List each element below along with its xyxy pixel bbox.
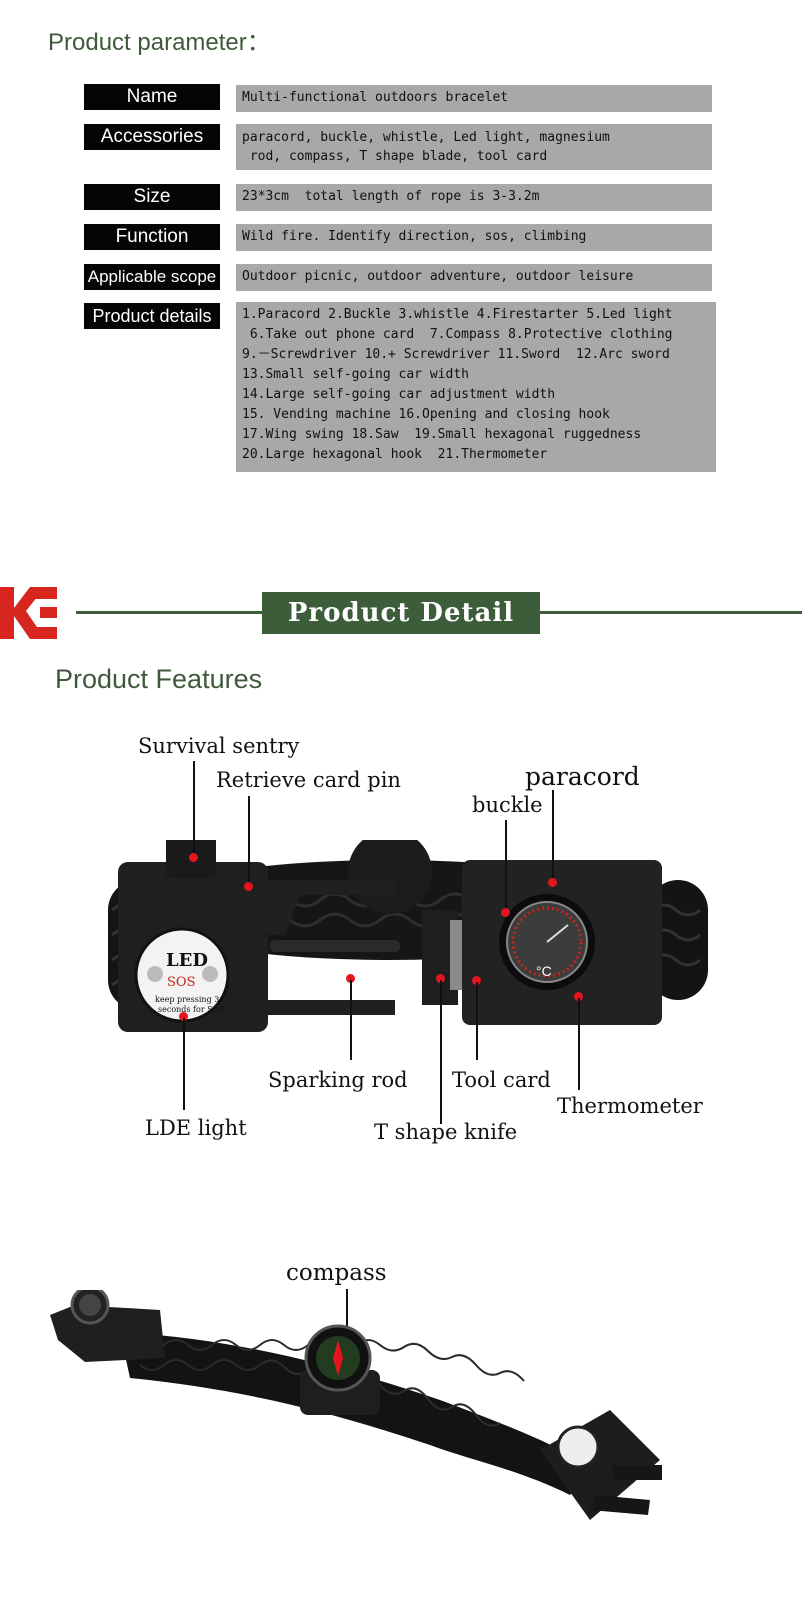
sos-instruction-line2: seconds for SOS	[158, 1005, 225, 1014]
callout-tool-card: Tool card	[452, 1068, 551, 1092]
bracelet-disassembled-image: °C LED SOS keep pressing 3 seconds for S…	[108, 840, 708, 1032]
led-badge-text: LED	[166, 950, 208, 971]
parameter-title: Product parameter：	[48, 29, 271, 56]
features-title: Product Features	[55, 664, 263, 694]
param-label-applicable-scope: Applicable scope	[84, 264, 220, 290]
callout-compass: compass	[286, 1260, 387, 1286]
param-value-size: 23*3cm total length of rope is 3-3.2m	[236, 184, 712, 211]
thermometer-unit: °C	[536, 963, 552, 979]
brand-logo	[0, 587, 57, 639]
callout-sparking-rod: Sparking rod	[268, 1068, 408, 1092]
callout-buckle: buckle	[472, 793, 543, 817]
marker-paracord	[548, 878, 557, 887]
sos-instruction-line1: keep pressing 3	[155, 995, 219, 1004]
leader-tool-card	[476, 982, 478, 1060]
param-value-applicable-scope: Outdoor picnic, outdoor adventure, outdo…	[236, 264, 712, 291]
leader-t-shape-knife	[440, 980, 442, 1124]
param-value-accessories: paracord, buckle, whistle, Led light, ma…	[236, 124, 712, 170]
callout-survival-sentry: Survival sentry	[138, 734, 300, 758]
marker-buckle	[501, 908, 510, 917]
callout-paracord: paracord	[525, 762, 640, 791]
marker-sparking-rod	[346, 974, 355, 983]
callout-lde-light: LDE light	[145, 1116, 247, 1140]
param-label-product-details: Product details	[84, 303, 220, 329]
marker-lde-light	[179, 1012, 188, 1021]
param-value-function: Wild fire. Identify direction, sos, clim…	[236, 224, 712, 251]
marker-retrieve-card-pin	[244, 882, 253, 891]
callout-thermometer: Thermometer	[557, 1094, 703, 1118]
param-label-size: Size	[84, 184, 220, 210]
callout-t-shape-knife: T shape knife	[374, 1120, 518, 1144]
banner-line-right	[540, 611, 802, 614]
bracelet-assembled-image	[50, 1290, 662, 1520]
param-label-function: Function	[84, 224, 220, 250]
param-value-name: Multi-functional outdoors bracelet	[236, 85, 712, 112]
leader-survival-sentry	[193, 761, 195, 857]
leader-buckle	[505, 820, 507, 912]
leader-paracord	[552, 790, 554, 882]
param-value-product-details: 1.Paracord 2.Buckle 3.whistle 4.Firestar…	[236, 302, 716, 472]
leader-retrieve-card-pin	[248, 796, 250, 886]
marker-t-shape-knife	[436, 974, 445, 983]
param-label-name: Name	[84, 84, 220, 110]
leader-thermometer	[578, 998, 580, 1090]
banner-title: Product Detail	[262, 592, 540, 634]
leader-lde-light	[183, 1018, 185, 1110]
callout-retrieve-card-pin: Retrieve card pin	[216, 768, 401, 792]
leader-sparking-rod	[350, 980, 352, 1060]
marker-tool-card	[472, 976, 481, 985]
sos-badge-text: SOS	[167, 975, 195, 990]
marker-survival-sentry	[189, 853, 198, 862]
banner-line-left	[76, 611, 262, 614]
param-label-accessories: Accessories	[84, 124, 220, 150]
marker-thermometer	[574, 992, 583, 1001]
